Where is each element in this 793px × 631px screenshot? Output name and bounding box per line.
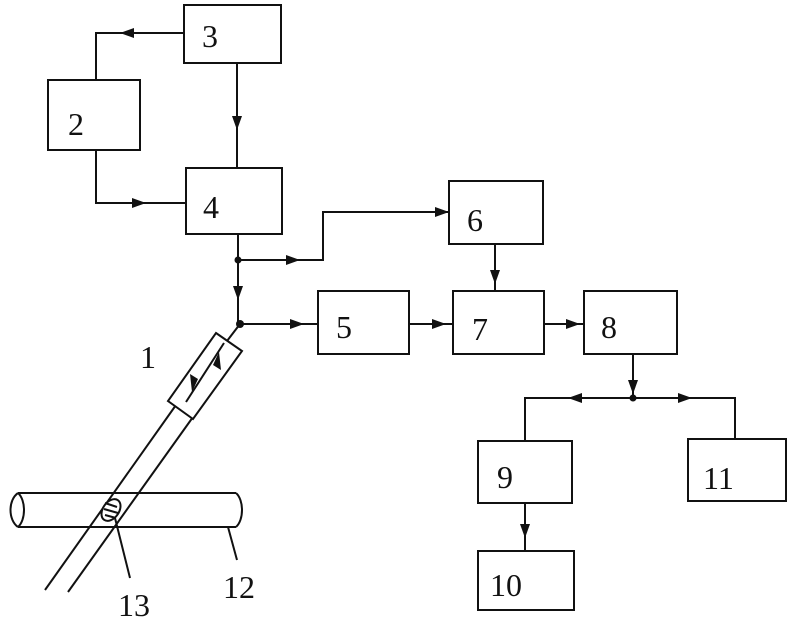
arrowhead-down — [628, 380, 638, 394]
block-10-label: 10 — [490, 567, 522, 603]
block-4-label: 4 — [203, 189, 219, 225]
block-3-label: 3 — [202, 18, 218, 54]
block-2-label: 2 — [68, 106, 84, 142]
sensor-probe: 1 — [44, 323, 244, 593]
pipe-label: 12 — [223, 569, 255, 605]
block-6: 6 — [448, 180, 544, 245]
block-8: 8 — [583, 290, 678, 355]
arrowhead-down — [520, 524, 530, 538]
connector-junction-to-6 — [238, 207, 449, 265]
probe-body — [166, 331, 244, 421]
leader-line-13 — [114, 517, 131, 579]
arrowhead-right — [435, 207, 449, 217]
block-5: 5 — [317, 290, 410, 355]
arrowhead-down — [490, 270, 500, 284]
arrowhead-left — [568, 393, 582, 403]
block-8-label: 8 — [601, 309, 617, 345]
block-7-label: 7 — [472, 311, 488, 347]
block-2: 2 — [47, 79, 141, 151]
arrowhead-right — [290, 319, 304, 329]
block-9-label: 9 — [497, 459, 513, 495]
pipe: 12 — [9, 492, 255, 605]
arrowhead-down — [190, 374, 198, 392]
connector-junction-to-5 — [240, 319, 318, 329]
arrowhead-right — [286, 255, 300, 265]
connector-6-to-7 — [490, 244, 500, 291]
leader-line-12 — [227, 526, 238, 561]
connector-9-to-10 — [520, 503, 530, 551]
block-4: 4 — [185, 167, 283, 235]
block-6-label: 6 — [467, 202, 483, 238]
connector-2-to-4 — [95, 150, 186, 208]
connector-3-to-4 — [232, 63, 242, 168]
block-11: 11 — [687, 438, 787, 502]
arrowhead-up — [213, 352, 221, 370]
block-3: 3 — [183, 4, 282, 64]
connector-4-to-junction — [233, 234, 244, 328]
block-11-label: 11 — [703, 460, 734, 496]
block-7: 7 — [452, 290, 545, 355]
arrowhead-right — [432, 319, 446, 329]
arrowhead-down — [233, 286, 243, 300]
sensor-point-label: 13 — [118, 587, 150, 623]
arrowhead-right — [132, 198, 146, 208]
measurement-point: 13 — [100, 498, 150, 623]
arrowhead-right — [566, 319, 580, 329]
block-9: 9 — [477, 440, 573, 504]
connector-8-to-9-and-11 — [524, 354, 736, 441]
block-1-label: 1 — [140, 339, 156, 375]
arrowhead-down — [232, 116, 242, 130]
arrowhead-right — [678, 393, 692, 403]
connector-7-to-8 — [544, 319, 584, 329]
block-10: 10 — [477, 550, 575, 611]
arrowhead-left — [120, 28, 134, 38]
connector-3-to-2 — [95, 28, 184, 80]
block-5-label: 5 — [336, 309, 352, 345]
connector-5-to-7 — [409, 319, 453, 329]
